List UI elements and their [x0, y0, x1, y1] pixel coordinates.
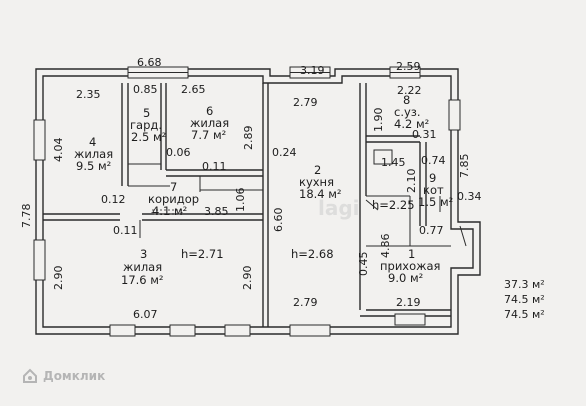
room-4-area: 9.5 м²: [76, 159, 111, 173]
dim-r3-left: 2.90: [52, 266, 65, 291]
room-8-name: с.уз.: [394, 105, 421, 119]
dim-left-side: 7.78: [20, 204, 33, 229]
watermark-faint: lagi: [318, 196, 360, 220]
room-7-area: 4.1 м²: [152, 204, 187, 218]
room-5-area: 2.5 м²: [131, 130, 166, 144]
room-2-num: 2: [314, 163, 321, 177]
room-6-num: 6: [206, 104, 213, 118]
room-8-area: 4.2 м²: [394, 117, 429, 131]
dim-r3-right: 2.90: [241, 266, 254, 291]
dim-024: 0.24: [272, 146, 297, 159]
dim-top-mid: 3.19: [300, 64, 325, 77]
room-1-num: 1: [408, 247, 415, 261]
height-hall: h=2.25: [372, 198, 415, 212]
house-icon: [23, 368, 37, 383]
room-3-name: жилая: [123, 260, 162, 274]
room-6-name: жилая: [190, 116, 229, 130]
dim-r6-side: 2.89: [242, 126, 255, 151]
room-3-area: 17.6 м²: [121, 273, 164, 287]
dim-r4-top: 2.35: [76, 88, 101, 101]
dim-385: 3.85: [204, 205, 229, 218]
dim-top-left: 6.68: [137, 56, 162, 69]
room-6-area: 7.7 м²: [191, 128, 226, 142]
dim-top-right: 2.59: [396, 60, 421, 73]
windows: [33, 66, 461, 337]
doors: [139, 176, 467, 247]
room-4-num: 4: [89, 135, 96, 149]
dim-077: 0.77: [419, 224, 444, 237]
room-7-num: 7: [170, 180, 177, 194]
area-totals: 37.3 м² 74.5 м² 74.5 м²: [504, 277, 545, 322]
dim-006: 0.06: [166, 146, 191, 159]
room-7-name: коридор: [148, 192, 199, 206]
room-3-num: 3: [140, 247, 147, 261]
height-kitchen: h=2.68: [291, 247, 334, 261]
room-4-name: жилая: [74, 147, 113, 161]
dim-011-a: 0.11: [202, 160, 227, 173]
room-2-area: 18.4 м²: [299, 187, 342, 201]
room-9-area: 1.5 м²: [418, 195, 453, 209]
dim-145: 1.45: [381, 156, 406, 169]
dim-hall-bottom: 2.19: [396, 296, 421, 309]
room-9-name: кот: [423, 183, 444, 197]
inner-walls: [43, 83, 451, 327]
dim-kitchen-side: 6.60: [272, 208, 285, 233]
corridor-hatch: [151, 209, 183, 215]
dim-bath-top: 2.22: [397, 84, 422, 97]
watermark-text: Домклик: [43, 369, 106, 383]
room-5-name: гард.: [130, 118, 162, 132]
dim-kitchen-bottom: 2.79: [293, 296, 318, 309]
dim-074: 0.74: [421, 154, 446, 167]
domclick-watermark: Домклик: [22, 368, 105, 384]
dim-031: 0.31: [412, 128, 437, 141]
dim-r3-bottom: 6.07: [133, 308, 158, 321]
area-living: 37.3 м²: [504, 278, 545, 291]
room-9-num: 9: [429, 171, 436, 185]
dim-right-side: 7.85: [458, 154, 471, 179]
room-labels: 4 жилая 9.5 м² 5 гард. 2.5 м² 6 жилая 7.…: [74, 93, 453, 287]
dim-kitchen-top: 2.79: [293, 96, 318, 109]
dim-011-b: 0.11: [113, 224, 138, 237]
dim-bath-side: 1.90: [372, 108, 385, 133]
dim-106: 1.06: [234, 188, 247, 213]
dim-486: 4.86: [379, 234, 392, 259]
room-5-num: 5: [143, 106, 150, 120]
dimension-labels: 6.68 3.19 2.59 2.35 0.85 2.65 2.79 2.22 …: [20, 56, 482, 321]
dim-210: 2.10: [405, 169, 418, 194]
dim-034: 0.34: [457, 190, 482, 203]
area-overall: 74.5 м²: [504, 308, 545, 321]
dim-r4-side: 4.04: [52, 138, 65, 163]
height-room-3: h=2.71: [181, 247, 224, 261]
room-8-num: 8: [403, 93, 410, 107]
dim-045: 0.45: [357, 252, 370, 277]
dim-012: 0.12: [101, 193, 126, 206]
room-2-name: кухня: [299, 175, 334, 189]
dim-r5-top: 0.85: [133, 83, 158, 96]
area-total: 74.5 м²: [504, 293, 545, 306]
room-1-area: 9.0 м²: [388, 271, 423, 285]
dim-r6-top: 2.65: [181, 83, 206, 96]
room-1-name: прихожая: [380, 259, 440, 273]
